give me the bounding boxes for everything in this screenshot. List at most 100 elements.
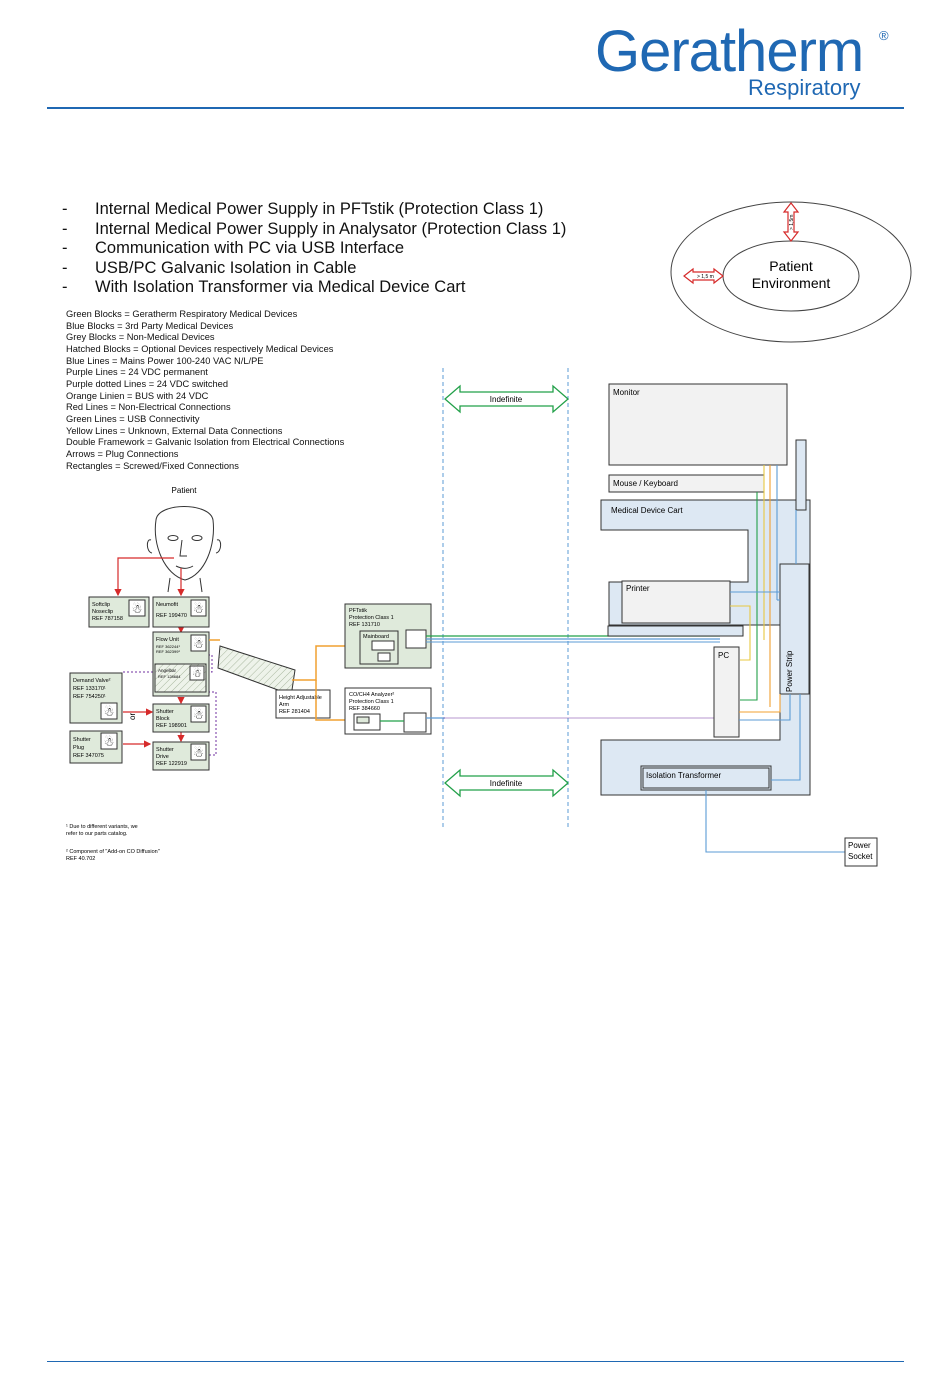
legend-line: Arrows = Plug Connections xyxy=(66,448,179,459)
applied-part-icon: ☃ xyxy=(132,601,143,616)
legend-line: Green Lines = USB Connectivity xyxy=(66,413,200,424)
brand-logo: Geratherm xyxy=(595,19,864,84)
flow-unit-block: Flow Unit REF 362244¹ REF 362399¹ ☃ Ange… xyxy=(152,631,210,697)
legend-line: Purple dotted Lines = 24 VDC switched xyxy=(66,378,229,389)
legend-line: Orange Linien = BUS with 24 VDC xyxy=(66,390,209,401)
patient-label: Patient xyxy=(172,486,198,495)
feature-item: -Internal Medical Power Supply in PFTsti… xyxy=(62,200,544,218)
double-arrow-icon xyxy=(444,384,569,414)
applied-part-icon: ☃ xyxy=(104,734,115,749)
svg-text:Socket: Socket xyxy=(848,852,873,861)
svg-text:Plug: Plug xyxy=(73,745,84,751)
legend-line: Blue Lines = Mains Power 100-240 VAC N/L… xyxy=(66,355,264,366)
medical-device-cart: Medical Device Cart xyxy=(600,499,811,796)
feature-item: -Communication with PC via USB Interface xyxy=(62,239,405,258)
svg-text:Drive: Drive xyxy=(156,754,169,760)
legend-line: Grey Blocks = Non-Medical Devices xyxy=(66,332,215,343)
pftstik-block: PFTstik Protection Class 1 REF 131710 Ma… xyxy=(344,603,432,669)
svg-text:REF 128684: REF 128684 xyxy=(158,674,181,679)
legend-line: Blue Blocks = 3rd Party Medical Devices xyxy=(66,320,234,331)
svg-text:Shutter: Shutter xyxy=(156,747,174,753)
legend-line: Rectangles = Screwed/Fixed Connections xyxy=(66,460,239,471)
svg-text:Noseclip: Noseclip xyxy=(92,609,113,615)
svg-text:Mouse / Keyboard: Mouse / Keyboard xyxy=(613,479,678,488)
applied-part-icon: ☃ xyxy=(193,707,204,722)
legend-line: Yellow Lines = Unknown, External Data Co… xyxy=(66,425,283,436)
applied-part-icon: ☃ xyxy=(193,636,204,651)
height-arm: Height Adjustable Arm REF 281404 xyxy=(217,645,331,719)
monitor-block: Monitor xyxy=(608,383,788,466)
distance-arrow-icon xyxy=(683,267,724,285)
applied-part-icon: ☃ xyxy=(104,704,115,719)
env-title-1: Patient xyxy=(769,258,813,274)
svg-text:PFTstik: PFTstik xyxy=(349,608,367,614)
demand-valve-block: Demand Valve² REF 133170¹ REF 754250¹ ☃ xyxy=(69,672,123,724)
svg-text:REF 198901: REF 198901 xyxy=(156,723,187,729)
color-legend: Green Blocks = Geratherm Respiratory Med… xyxy=(66,309,344,472)
applied-part-icon: ☃ xyxy=(192,666,202,680)
feature-list: -Internal Medical Power Supply in PFTsti… xyxy=(62,200,566,298)
applied-part-icon: ☃ xyxy=(193,745,204,760)
registered-mark: ® xyxy=(879,28,889,43)
svg-text:REF 40.702: REF 40.702 xyxy=(66,856,95,862)
header-rule xyxy=(47,107,904,109)
analyzer-block: CO/CH4 Analyzer² Protection Class 1 REF … xyxy=(344,687,432,735)
feature-item: -With Isolation Transformer via Medical … xyxy=(62,278,466,297)
svg-text:Mainboard: Mainboard xyxy=(363,634,389,640)
isolation-transformer-block: Isolation Transformer xyxy=(640,765,772,791)
svg-text:Shutter: Shutter xyxy=(73,737,91,743)
svg-text:Isolation Transformer: Isolation Transformer xyxy=(646,771,721,780)
indefinite-label-top: Indefinite xyxy=(490,395,523,404)
svg-text:REF 131710: REF 131710 xyxy=(349,622,380,628)
svg-text:¹ Due to different variants, w: ¹ Due to different variants, we xyxy=(66,824,138,830)
legend-line: Purple Lines = 24 VDC permanent xyxy=(66,367,208,378)
legend-line: Hatched Blocks = Optional Devices respec… xyxy=(66,343,334,354)
power-strip-block: Power Strip xyxy=(779,563,810,695)
pc-block: PC xyxy=(713,646,740,738)
footer-rule xyxy=(47,1361,904,1362)
cart-wiring xyxy=(705,465,845,853)
svg-text:REF 122919: REF 122919 xyxy=(156,761,187,767)
svg-text:Softclip: Softclip xyxy=(92,602,110,608)
svg-text:Flow Unit: Flow Unit xyxy=(156,637,179,643)
svg-text:PC: PC xyxy=(718,651,729,660)
svg-text:REF 362244¹: REF 362244¹ xyxy=(156,644,180,649)
dist-vertical: > 1,5m xyxy=(789,215,795,230)
brand-subtitle: Respiratory xyxy=(748,75,861,100)
svg-text:REF 347075: REF 347075 xyxy=(73,753,104,759)
svg-text:Printer: Printer xyxy=(626,584,650,593)
feature-item: -USB/PC Galvanic Isolation in Cable xyxy=(62,258,357,277)
svg-text:Power: Power xyxy=(848,841,871,850)
svg-text:REF 787158: REF 787158 xyxy=(92,616,123,622)
legend-line: Red Lines = Non-Electrical Connections xyxy=(66,402,231,413)
svg-text:refer to our parts catalog.: refer to our parts catalog. xyxy=(66,831,128,837)
svg-text:REF 754250¹: REF 754250¹ xyxy=(73,694,106,700)
svg-text:REF 281404: REF 281404 xyxy=(279,709,310,715)
svg-text:Arm: Arm xyxy=(279,702,290,708)
svg-text:Shutter: Shutter xyxy=(156,709,174,715)
patient-head-icon: Patient xyxy=(146,486,222,593)
svg-text:Power Strip: Power Strip xyxy=(785,650,794,692)
svg-text:REF 362399¹: REF 362399¹ xyxy=(156,649,180,654)
svg-text:Neumofit: Neumofit xyxy=(156,602,178,608)
svg-text:REF 384660: REF 384660 xyxy=(349,706,380,712)
footnotes: ¹ Due to different variants, we refer to… xyxy=(66,824,160,862)
mouse-keyboard-block: Mouse / Keyboard xyxy=(608,474,765,493)
dist-horizontal: > 1,5 m xyxy=(697,274,714,280)
svg-text:Medical Device Cart: Medical Device Cart xyxy=(611,506,683,515)
noseclip-block: Softclip Noseclip REF 787158 ☃ xyxy=(88,596,150,628)
neumofit-block: Neumofit REF 199470 ☃ xyxy=(152,596,210,628)
cart-handle xyxy=(795,439,807,511)
or-label: or xyxy=(128,713,137,720)
shutter-plug-block: Shutter Plug REF 347075 ☃ xyxy=(69,730,123,764)
shutter-block: Shutter Block REF 198901 ☃ xyxy=(152,703,210,733)
shutter-drive-block: Shutter Drive REF 122919 ☃ xyxy=(152,741,210,771)
svg-text:CO/CH4 Analyzer²: CO/CH4 Analyzer² xyxy=(349,692,394,698)
indefinite-zone: Indefinite Indefinite xyxy=(442,368,569,830)
mechanical-links xyxy=(114,557,185,748)
legend-line: Green Blocks = Geratherm Respiratory Med… xyxy=(66,309,298,319)
distance-arrow-icon xyxy=(782,202,800,242)
svg-text:REF 199470: REF 199470 xyxy=(156,613,187,619)
feature-item: -Internal Medical Power Supply in Analys… xyxy=(62,219,567,238)
